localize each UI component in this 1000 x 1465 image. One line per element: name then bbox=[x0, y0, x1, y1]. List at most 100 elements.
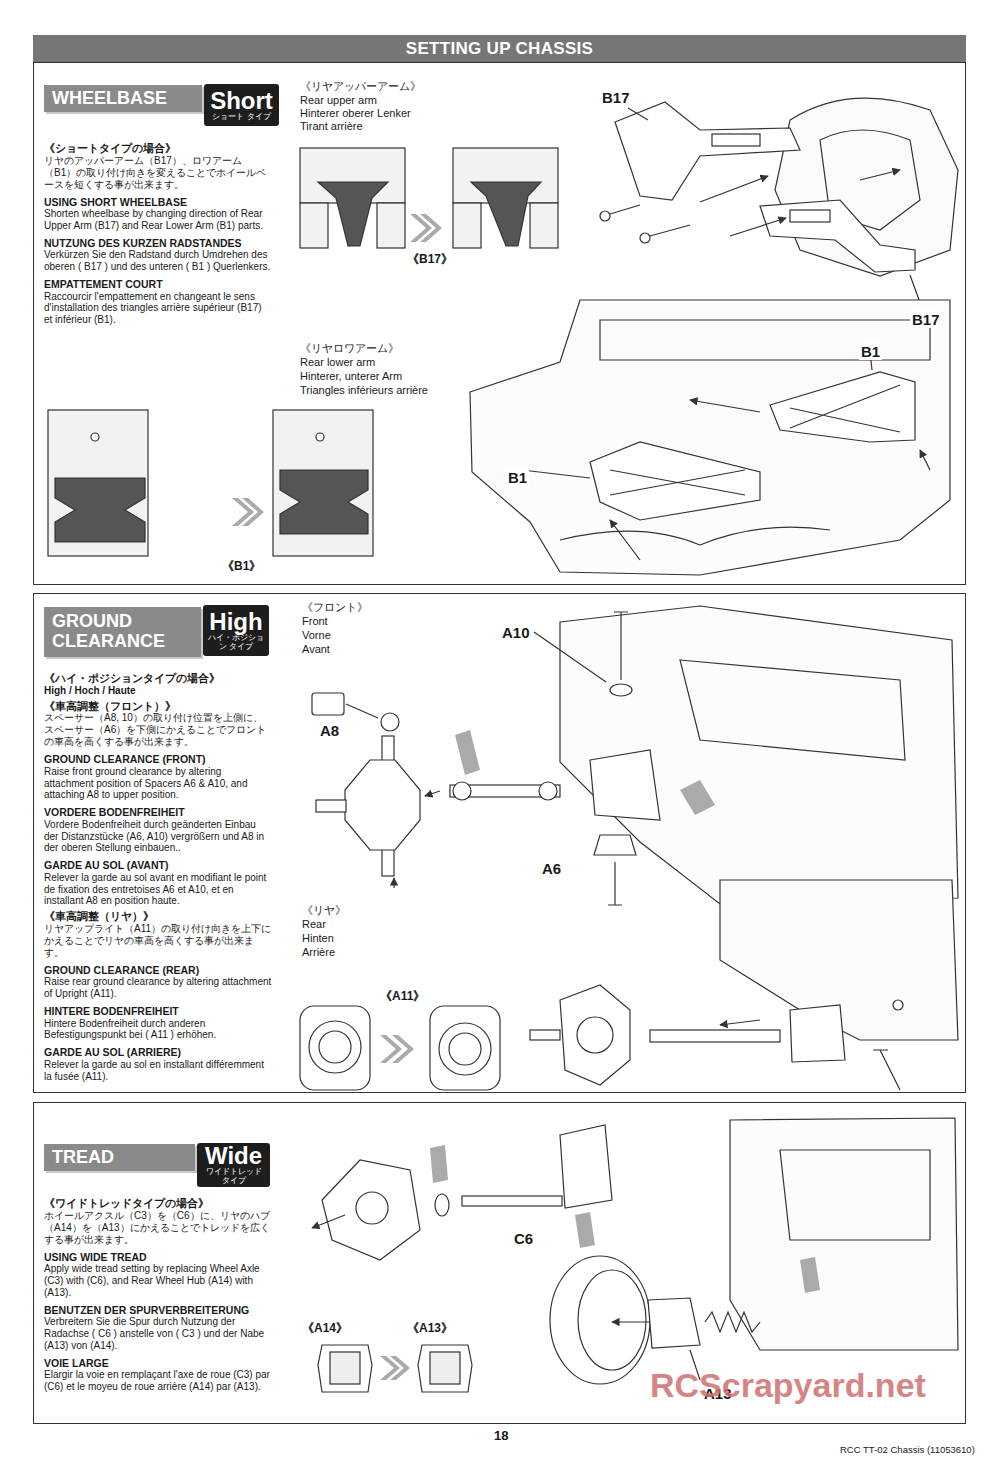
chassis-lower-arm bbox=[560, 527, 830, 545]
direction-chevron bbox=[800, 1257, 820, 1293]
instruction-heading: 《車高調整（フロント）》 bbox=[44, 700, 272, 713]
chassis-lower-arm bbox=[590, 442, 760, 520]
rear-suspension bbox=[530, 1030, 560, 1040]
upper-arm-view bbox=[453, 203, 481, 248]
instruction-column: 《ハイ・ポジションタイプの場合》High / Hoch / Haute《車高調整… bbox=[44, 669, 272, 1082]
caption-text: 《リヤアッパーアーム》 bbox=[298, 80, 423, 93]
section-title: TREAD bbox=[52, 1148, 187, 1168]
chassis-lower-arm bbox=[610, 470, 745, 495]
lower-arm-view bbox=[55, 478, 145, 542]
instruction-text: Shorten wheelbase by changing direction … bbox=[44, 208, 272, 232]
tread-parts bbox=[462, 1196, 562, 1206]
tread-parts bbox=[418, 1345, 472, 1392]
front-suspension bbox=[590, 750, 660, 820]
part-callout: B17 bbox=[600, 89, 632, 106]
instruction-text: Raise rear ground clearance by altering … bbox=[44, 976, 272, 1000]
front-suspension bbox=[345, 760, 420, 850]
gearbox-upper-arm bbox=[628, 108, 922, 308]
section-title: GROUND CLEARANCE bbox=[52, 612, 193, 652]
front-suspension bbox=[610, 684, 632, 696]
instruction-heading: 《ワイドトレッドタイプの場合》 bbox=[44, 1197, 272, 1210]
direction-chevron bbox=[420, 214, 442, 242]
direction-chevron bbox=[380, 1145, 820, 1380]
instruction-column: 《ショートタイプの場合》リヤのアッパーアーム（B17）、ロワアーム（B1）の取り… bbox=[44, 139, 272, 326]
tread-parts bbox=[578, 1270, 646, 1370]
gearbox-upper-arm bbox=[712, 134, 760, 146]
badge-subtext: ハイ・ポジション タイプ bbox=[207, 634, 265, 651]
caption-text: Avant bbox=[300, 643, 332, 656]
upper-arm-view bbox=[377, 203, 405, 248]
upright-view bbox=[430, 1006, 500, 1090]
instruction-text: Verkürzen Sie den Radstand durch Umdrehe… bbox=[44, 249, 272, 273]
tread-parts bbox=[435, 1194, 449, 1216]
badge-word: Wide bbox=[205, 1144, 262, 1168]
front-suspension bbox=[425, 791, 440, 796]
part-callout: A6 bbox=[540, 860, 563, 877]
tread-parts bbox=[612, 1321, 650, 1322]
front-suspension bbox=[560, 606, 958, 904]
tread-parts bbox=[312, 1215, 345, 1228]
tread-parts bbox=[312, 1118, 958, 1392]
page-title: SETTING UP CHASSIS bbox=[406, 39, 593, 59]
instruction-text: Hintere Bodenfreiheit durch anderen Befe… bbox=[44, 1018, 272, 1042]
part-callout: A10 bbox=[500, 624, 532, 641]
part-callout: 《A11》 bbox=[378, 988, 427, 1005]
part-callout: B1 bbox=[506, 469, 529, 486]
rear-suspension bbox=[720, 1020, 760, 1025]
lower-arm-view bbox=[48, 410, 148, 556]
tread-parts bbox=[322, 1160, 420, 1260]
instruction-heading: EMPATTEMENT COURT bbox=[44, 278, 272, 291]
instruction-heading: High / Hoch / Haute bbox=[44, 685, 272, 697]
rear-suspension bbox=[577, 1017, 613, 1053]
instruction-text: リヤアップライト（A11）の取り付け向きを上下にかえることでリヤの車高を高くする… bbox=[44, 923, 272, 959]
title-bar: SETTING UP CHASSIS bbox=[33, 35, 966, 62]
instruction-text: Apply wide tread setting by replacing Wh… bbox=[44, 1263, 272, 1298]
instruction-heading: GARDE AU SOL (AVANT) bbox=[44, 859, 272, 872]
direction-chevron bbox=[430, 1145, 448, 1183]
type-badge: Wideワイドトレッド タイプ bbox=[197, 1143, 270, 1187]
instruction-heading: GROUND CLEARANCE (REAR) bbox=[44, 964, 272, 977]
instruction-heading: GARDE AU SOL (ARRIERE) bbox=[44, 1046, 272, 1059]
front-suspension bbox=[312, 693, 344, 715]
instruction-heading: 《ショートタイプの場合》 bbox=[44, 142, 272, 155]
front-suspension bbox=[608, 862, 622, 905]
chassis-lower-arm bbox=[610, 520, 640, 560]
caption-text: Front bbox=[300, 615, 330, 628]
part-callout: 《A13》 bbox=[405, 1320, 455, 1337]
instruction-text: リヤのアッパーアーム（B17）、ロワアーム（B1）の取り付け向きを変えることでホ… bbox=[44, 155, 272, 191]
rear-suspension bbox=[893, 1000, 903, 1010]
caption-text: Hinterer oberer Lenker bbox=[298, 107, 413, 120]
direction-chevron bbox=[392, 1035, 414, 1063]
instruction-text: スペーサー（A8, 10）の取り付け位置を上側に、スペーサー（A6）を下側にかえ… bbox=[44, 712, 272, 748]
badge-subtext: ワイドトレッド タイプ bbox=[201, 1168, 266, 1185]
direction-chevron bbox=[390, 1356, 410, 1380]
tread-parts bbox=[430, 1352, 460, 1384]
setup-panel: 《ハイ・ポジションタイプの場合》High / Hoch / Haute《車高調整… bbox=[33, 593, 966, 1093]
gearbox-upper-arm bbox=[730, 218, 786, 236]
caption-text: Rear lower arm bbox=[298, 356, 377, 369]
lower-arm-view bbox=[273, 410, 373, 556]
front-suspension bbox=[316, 800, 346, 812]
badge-word: High bbox=[209, 610, 262, 634]
caption-text: Tirant arrière bbox=[298, 120, 365, 133]
instruction-heading: 《車高調整（リヤ）》 bbox=[44, 910, 272, 923]
instruction-text: Raccourcir l'empattement en changeant le… bbox=[44, 291, 272, 326]
caption-text: Rear bbox=[300, 918, 328, 931]
instruction-heading: VORDERE BODENFREIHEIT bbox=[44, 806, 272, 819]
instruction-text: Relever la garde au sol en installant di… bbox=[44, 1059, 272, 1083]
instruction-text: Vordere Bodenfreiheit durch geänderten E… bbox=[44, 819, 272, 854]
part-callout: C6 bbox=[512, 1230, 535, 1247]
tread-parts bbox=[356, 1192, 388, 1224]
front-suspension bbox=[453, 782, 471, 800]
section-title: WHEELBASE bbox=[52, 89, 194, 109]
upright-view bbox=[449, 1033, 481, 1065]
gearbox-upper-arm bbox=[610, 205, 640, 214]
gearbox-upper-arm bbox=[700, 176, 768, 202]
badge-subtext: ショート タイプ bbox=[212, 113, 270, 122]
instruction-heading: NUTZUNG DES KURZEN RADSTANDES bbox=[44, 237, 272, 250]
front-suspension bbox=[393, 878, 394, 888]
upper-arm-view bbox=[300, 203, 328, 248]
upper-arm-view bbox=[471, 182, 541, 246]
rear-suspension bbox=[530, 880, 958, 1090]
front-suspension bbox=[312, 606, 958, 905]
